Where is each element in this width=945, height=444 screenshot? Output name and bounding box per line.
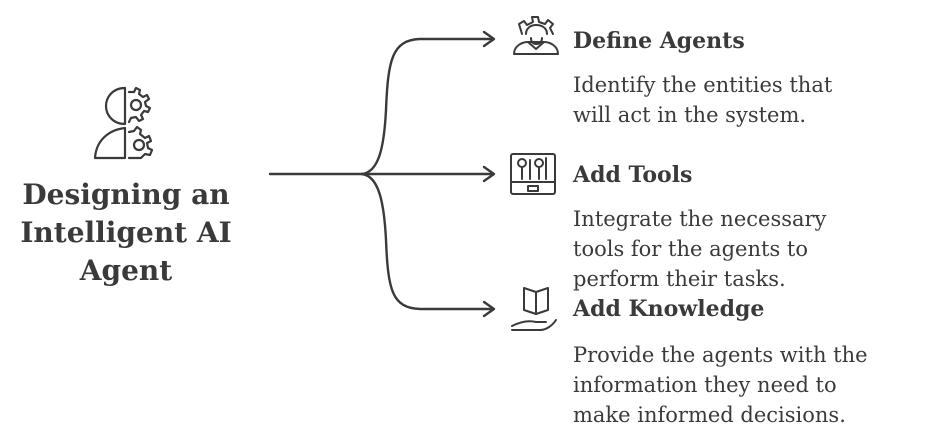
arrowhead-add-tools	[482, 165, 496, 183]
branch-description-add-tools: Integrate the necessary tools for the ag…	[573, 207, 827, 291]
toolbox-icon	[510, 153, 556, 195]
arrowhead-add-knowledge	[482, 300, 496, 318]
branch-description-add-knowledge: Provide the agents with the information …	[573, 343, 868, 427]
branch-title-add-knowledge: Add Knowledge	[573, 296, 765, 322]
branch-title-define-agents: Define Agents	[573, 28, 745, 54]
arrowhead-define-agents	[482, 30, 496, 48]
branch-title-add-tools: Add Tools	[573, 162, 693, 188]
branch-description-define-agents: Identify the entities that will act in t…	[573, 73, 833, 127]
hand-book-icon	[511, 287, 557, 331]
page-title: Designing an Intelligent AI Agent	[20, 178, 232, 287]
connector-branch-define-agents	[360, 37, 494, 176]
agent-gear-icon	[513, 16, 559, 55]
brain-gear-head-icon	[93, 86, 154, 160]
connector-branch-add-knowledge	[360, 172, 494, 311]
